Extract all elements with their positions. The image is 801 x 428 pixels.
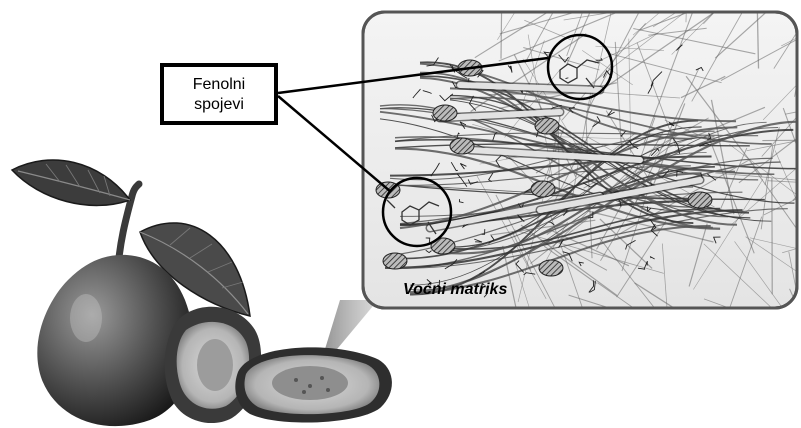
label-line-2: spojevi [164,95,274,115]
fruit-matrix-label: Voćni matriks [403,281,507,299]
leaf-icon [12,160,130,205]
fruit-matrix-panel [363,0,801,407]
guava-slice [235,347,392,422]
guava-fruit-illustration [12,160,392,426]
label-line-1: Fenolni [164,75,274,95]
phenolic-compounds-label: Fenolni spojevi [160,63,278,125]
